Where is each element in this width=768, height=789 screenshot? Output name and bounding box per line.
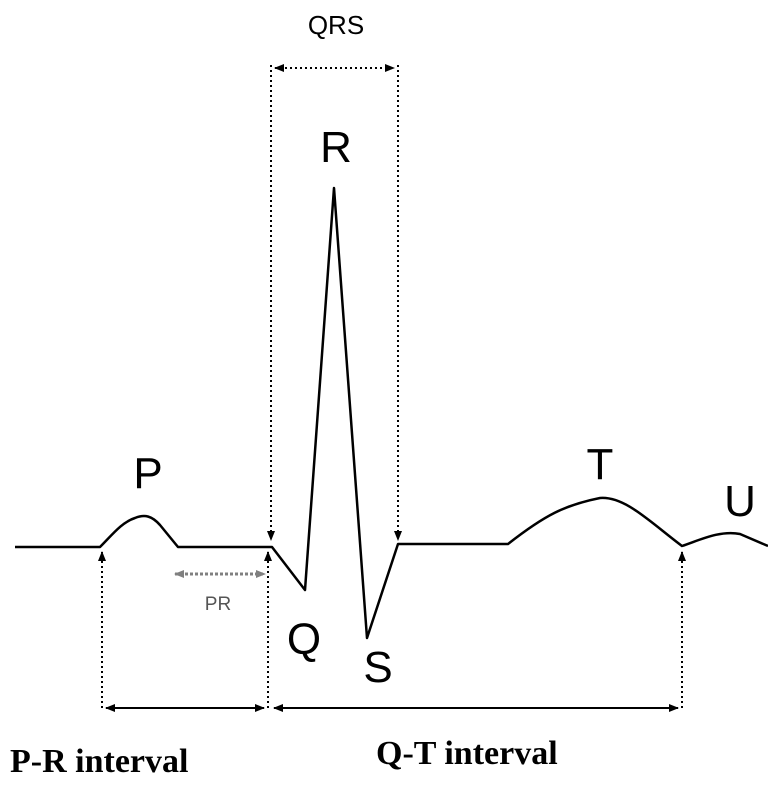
p-wave-label: P	[133, 449, 162, 498]
s-wave-label: S	[363, 643, 392, 692]
q-wave-label: Q	[287, 615, 321, 664]
ecg-trace	[15, 186, 768, 640]
u-wave-label: U	[724, 477, 756, 526]
t-wave-label: T	[587, 440, 614, 489]
r-wave-label: R	[320, 123, 352, 172]
pr-segment-label: PR	[205, 594, 231, 615]
pr-interval-label: P-R interval	[10, 743, 188, 780]
qt-interval-label: Q-T interval	[376, 735, 558, 772]
qrs-label: QRS	[308, 10, 364, 40]
